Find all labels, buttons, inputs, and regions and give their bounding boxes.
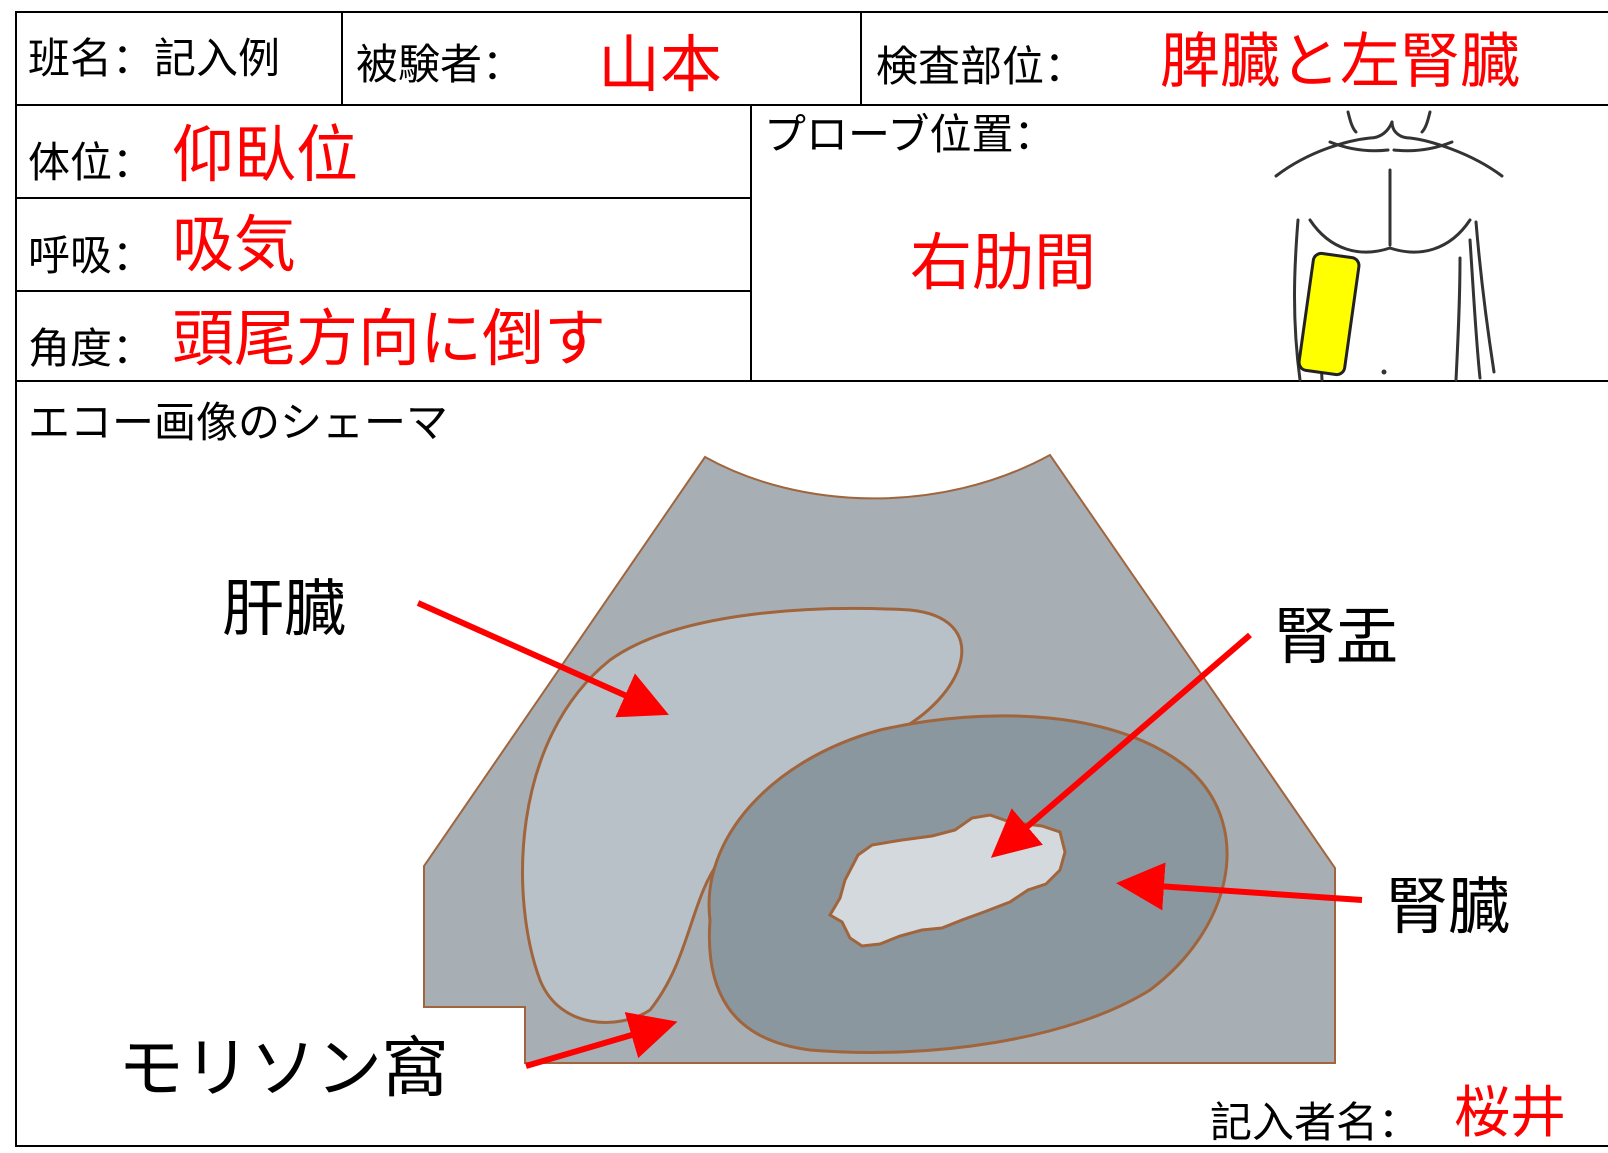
breathing-value: 吸気 — [172, 208, 297, 281]
col-divider-group — [341, 11, 343, 106]
morison-pouch-arrow — [525, 1012, 678, 1069]
exam-site-label: 検査部位： — [876, 42, 1087, 91]
morison-pouch-label: モリソン窩 — [118, 1030, 448, 1107]
subject-value: 山本 — [598, 28, 723, 101]
position-label: 体位： — [28, 138, 155, 187]
row-divider-2 — [15, 197, 752, 199]
liver-label: 肝臓 — [222, 572, 347, 645]
kidney-arrow — [1116, 862, 1363, 911]
renal-pelvis-label: 腎盂 — [1274, 600, 1399, 673]
breathing-label: 呼吸： — [28, 231, 155, 280]
subject-label: 被験者： — [356, 40, 525, 89]
row-divider-3 — [15, 290, 752, 292]
recorder-label: 記入者名： — [1210, 1098, 1421, 1147]
angle-value: 頭尾方向に倒す — [172, 302, 607, 375]
probe-label: プローブ位置： — [764, 110, 1056, 159]
position-value: 仰臥位 — [172, 118, 359, 191]
exam-site-value: 脾臓と左腎臓 — [1160, 27, 1520, 97]
liver-arrow — [416, 600, 669, 718]
recorder-value: 桜井 — [1454, 1081, 1566, 1146]
row-divider-4 — [15, 380, 1608, 382]
row-divider-1 — [15, 104, 1608, 106]
kidney-label: 腎臓 — [1386, 870, 1511, 943]
probe-value: 右肋間 — [910, 226, 1097, 299]
worksheet-frame — [15, 11, 1608, 1147]
group-label: 班名：記入例 — [28, 34, 281, 83]
schema-title: エコー画像のシェーマ — [28, 398, 449, 447]
angle-label: 角度： — [28, 324, 155, 373]
col-divider-probe — [750, 104, 752, 382]
col-divider-site — [860, 11, 862, 106]
renal-pelvis-arrow — [990, 632, 1252, 858]
